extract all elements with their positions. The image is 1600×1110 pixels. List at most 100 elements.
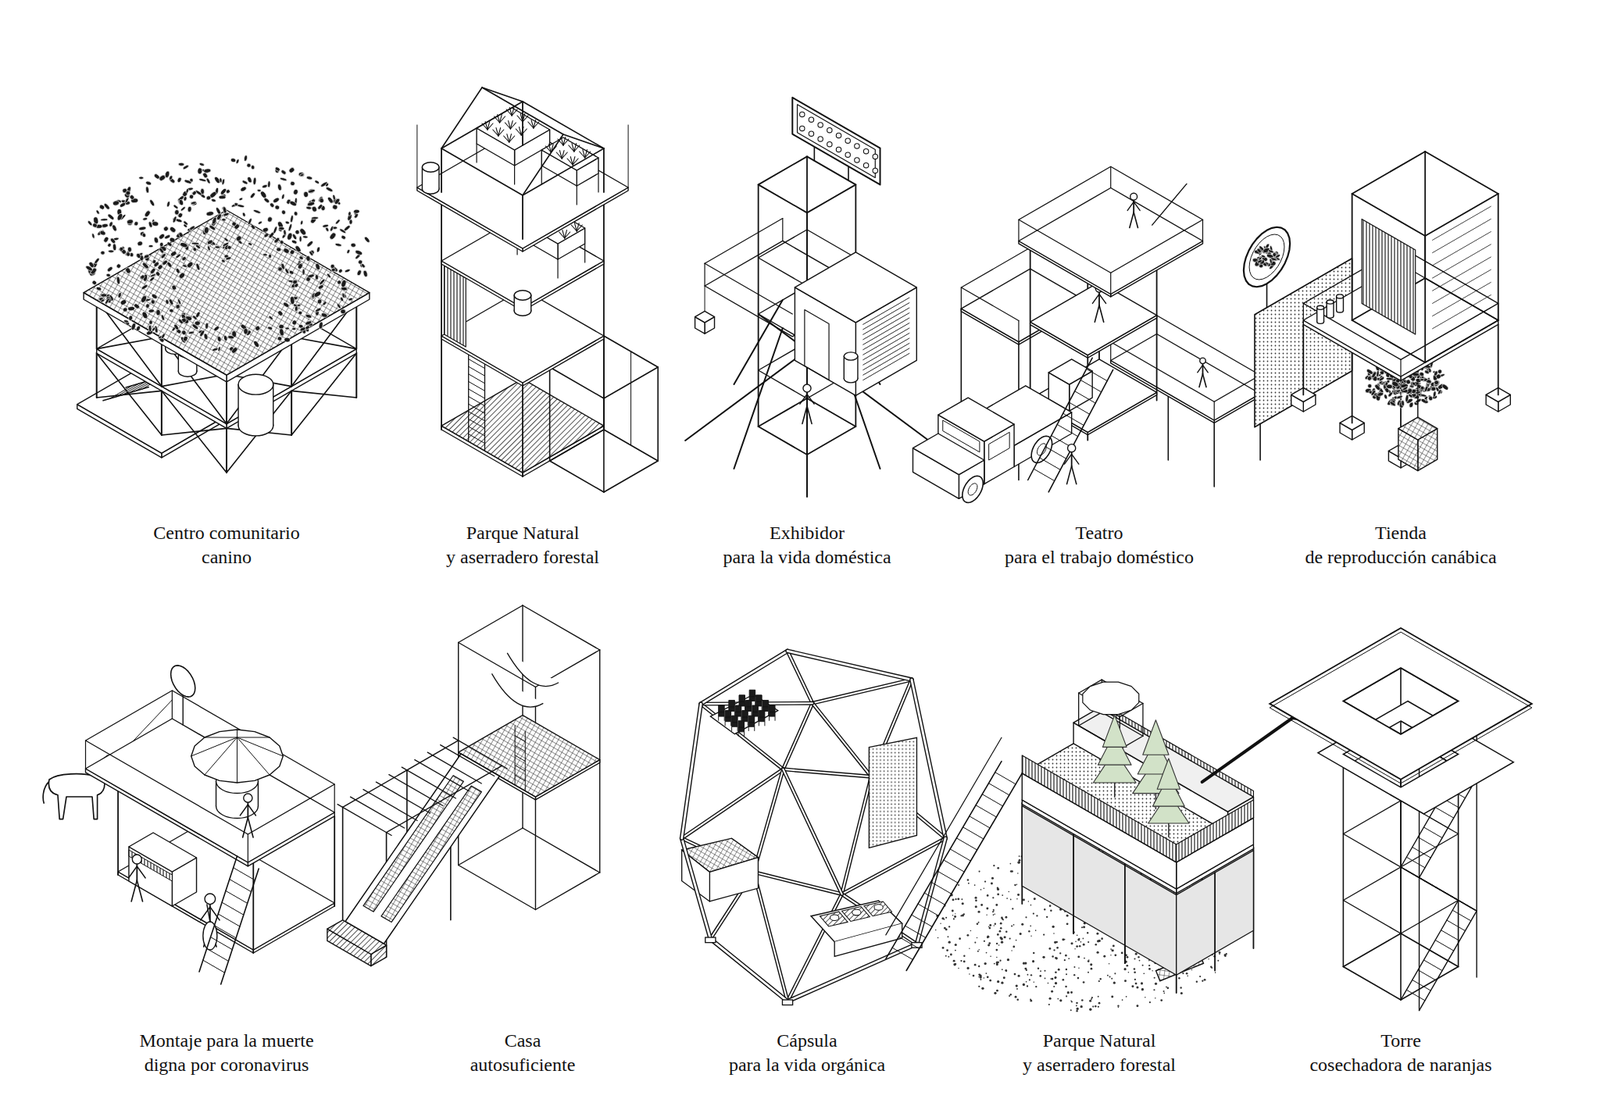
line-work [1180,992,1183,995]
line-work [342,740,459,808]
line-work [1067,957,1070,960]
line-work [268,202,275,209]
line-work [1111,949,1115,952]
line-work [533,121,540,129]
line-work [1325,302,1327,317]
line-work [738,721,745,737]
line-work [210,198,217,203]
line-work [278,239,285,246]
line-work [948,925,950,928]
line-work [682,703,701,839]
line-work [950,953,953,957]
line-work [191,242,200,245]
line-work [1210,967,1213,969]
line-work [325,182,329,188]
line-work [992,914,995,916]
line-work [293,210,299,216]
line-work [748,715,755,732]
line-work [307,189,316,194]
line-work [257,220,263,225]
line-work [151,259,157,265]
line-work [1163,992,1165,994]
line-work [1010,863,1012,865]
line-work [951,910,954,913]
line-work [177,298,183,306]
line-work [1432,218,1492,253]
line-work [628,125,629,188]
line-work [961,902,965,905]
line-work [199,162,205,167]
line-work [230,346,239,354]
line-work [863,148,868,154]
line-work [1044,978,1047,980]
line-work [562,230,565,239]
line-work [498,129,504,136]
line-work [1373,383,1382,392]
line-work [1342,296,1344,311]
line-work [1433,379,1440,386]
line-work [827,141,833,147]
line-work [191,729,284,783]
line-work [1399,400,1405,409]
line-work [307,188,315,194]
line-work [1141,988,1144,991]
line-work [812,703,872,777]
line-work [1082,981,1086,984]
line-work [1006,897,1008,900]
line-work [243,154,248,161]
line-work [989,955,992,958]
line-work [582,150,586,158]
line-work [1076,935,1079,937]
line-work [222,211,230,217]
line-work [989,979,992,983]
line-work [1066,922,1069,925]
line-work [221,258,226,263]
line-work [332,203,340,211]
line-work [1316,307,1318,322]
line-work [787,944,917,1002]
line-work [800,111,805,117]
line-work [267,325,273,331]
line-work [1217,960,1219,962]
line-work [468,389,486,399]
line-work [282,229,286,236]
line-work [1030,282,1158,356]
line-work [252,863,254,954]
line-work [1366,375,1373,383]
line-work [1048,947,1051,950]
line-work [1075,1002,1078,1004]
line-work [758,184,808,213]
line-work [1110,166,1111,188]
line-work [1092,294,1100,304]
line-work [1433,370,1440,377]
line-work [289,214,294,223]
line-work [703,263,705,286]
line-work [306,239,315,248]
line-work [1067,991,1070,994]
line-work [1000,937,1004,940]
line-work [954,898,957,900]
line-work [285,221,290,225]
axonometric-drawing [417,87,658,493]
line-work [285,327,290,330]
line-work [1091,996,1093,999]
line-work [1113,982,1116,985]
line-work [1432,244,1492,279]
line-work [1133,971,1136,974]
line-work [139,176,144,179]
line-work [236,729,238,738]
line-work [85,718,336,863]
line-work [992,864,995,867]
line-work [522,605,600,650]
line-work [1267,249,1275,254]
line-work [188,331,195,336]
line-work [344,268,351,274]
line-work [181,329,188,336]
line-work [986,894,990,897]
line-work [298,171,305,177]
line-work [230,157,237,164]
line-work [211,347,219,353]
line-work [1075,945,1079,948]
line-work [1390,380,1400,388]
line-work [1152,183,1187,225]
